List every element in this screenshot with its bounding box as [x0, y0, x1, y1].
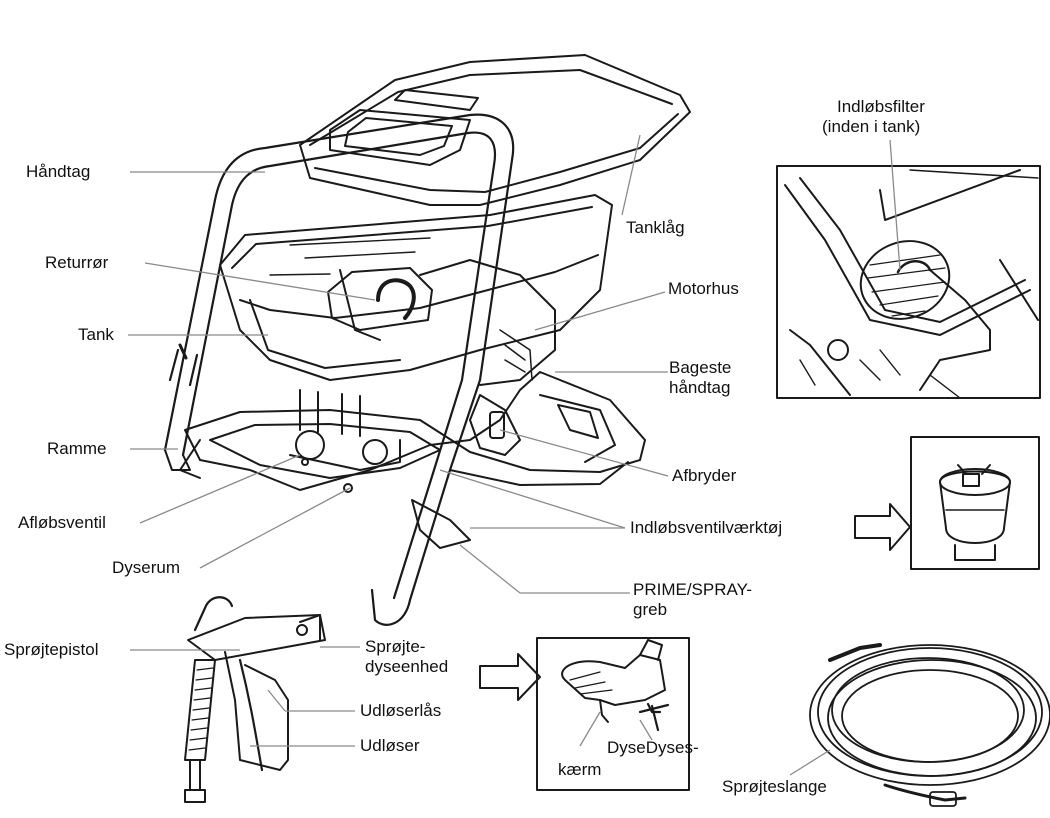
label-tip-storage: Dyserum: [112, 558, 181, 577]
tank-body: [219, 194, 613, 381]
label-inlet-valve-tool: Indløbsventilværktøj: [630, 518, 783, 537]
tip-guard: [561, 654, 666, 706]
label-tank: Tank: [78, 325, 114, 344]
inlet-valve-tool-inset: [854, 436, 1040, 570]
label-tip: DyseDyses-: [607, 738, 699, 757]
label-spray-gun: Sprøjtepistol: [4, 640, 99, 659]
label-drain-valve: Afløbsventil: [18, 513, 106, 532]
tip: [638, 702, 670, 732]
label-frame: Ramme: [47, 439, 107, 458]
label-handle: Håndtag: [26, 162, 91, 181]
label-inlet-filter-line2: (inden i tank): [822, 117, 921, 136]
label-tip-assembly-line1: Sprøjte-: [365, 637, 426, 656]
label-tip-assembly-line2: dyseenhed: [365, 657, 449, 676]
spray-hose: [809, 643, 1050, 807]
handle-frame: [163, 113, 515, 626]
label-return-tube: Returrør: [45, 253, 109, 272]
label-trigger-lock: Udløserlås: [360, 701, 442, 720]
arrow-to-tool: [854, 503, 911, 551]
spray-gun: [184, 596, 326, 803]
inlet-valve-tool: [939, 470, 1011, 544]
label-rear-handle-line1: Bageste: [669, 358, 732, 377]
label-tank-lid: Tanklåg: [626, 218, 685, 237]
label-spray-hose: Sprøjteslange: [722, 777, 827, 796]
label-trigger: Udløser: [360, 736, 420, 755]
label-guard: kærm: [558, 760, 602, 779]
label-motor-housing: Motorhus: [668, 279, 739, 298]
label-switch: Afbryder: [672, 466, 737, 485]
base-frame: [184, 371, 646, 491]
tip-assembly-inset: [479, 637, 690, 791]
label-prime-spray-line1: PRIME/SPRAY-: [633, 580, 753, 599]
leader-lines: [128, 134, 901, 776]
sprayer-unit: [163, 54, 691, 626]
label-prime-spray-line2: greb: [633, 600, 668, 619]
return-tube: [376, 278, 416, 320]
tank-lid: [299, 54, 691, 206]
inlet-filter-mesh: [859, 240, 951, 320]
inlet-filter-inset: [776, 165, 1041, 399]
label-inlet-filter-line1: Indløbsfilter: [837, 97, 925, 116]
arrow-to-tip: [479, 653, 541, 701]
label-rear-handle-line2: håndtag: [669, 378, 731, 397]
